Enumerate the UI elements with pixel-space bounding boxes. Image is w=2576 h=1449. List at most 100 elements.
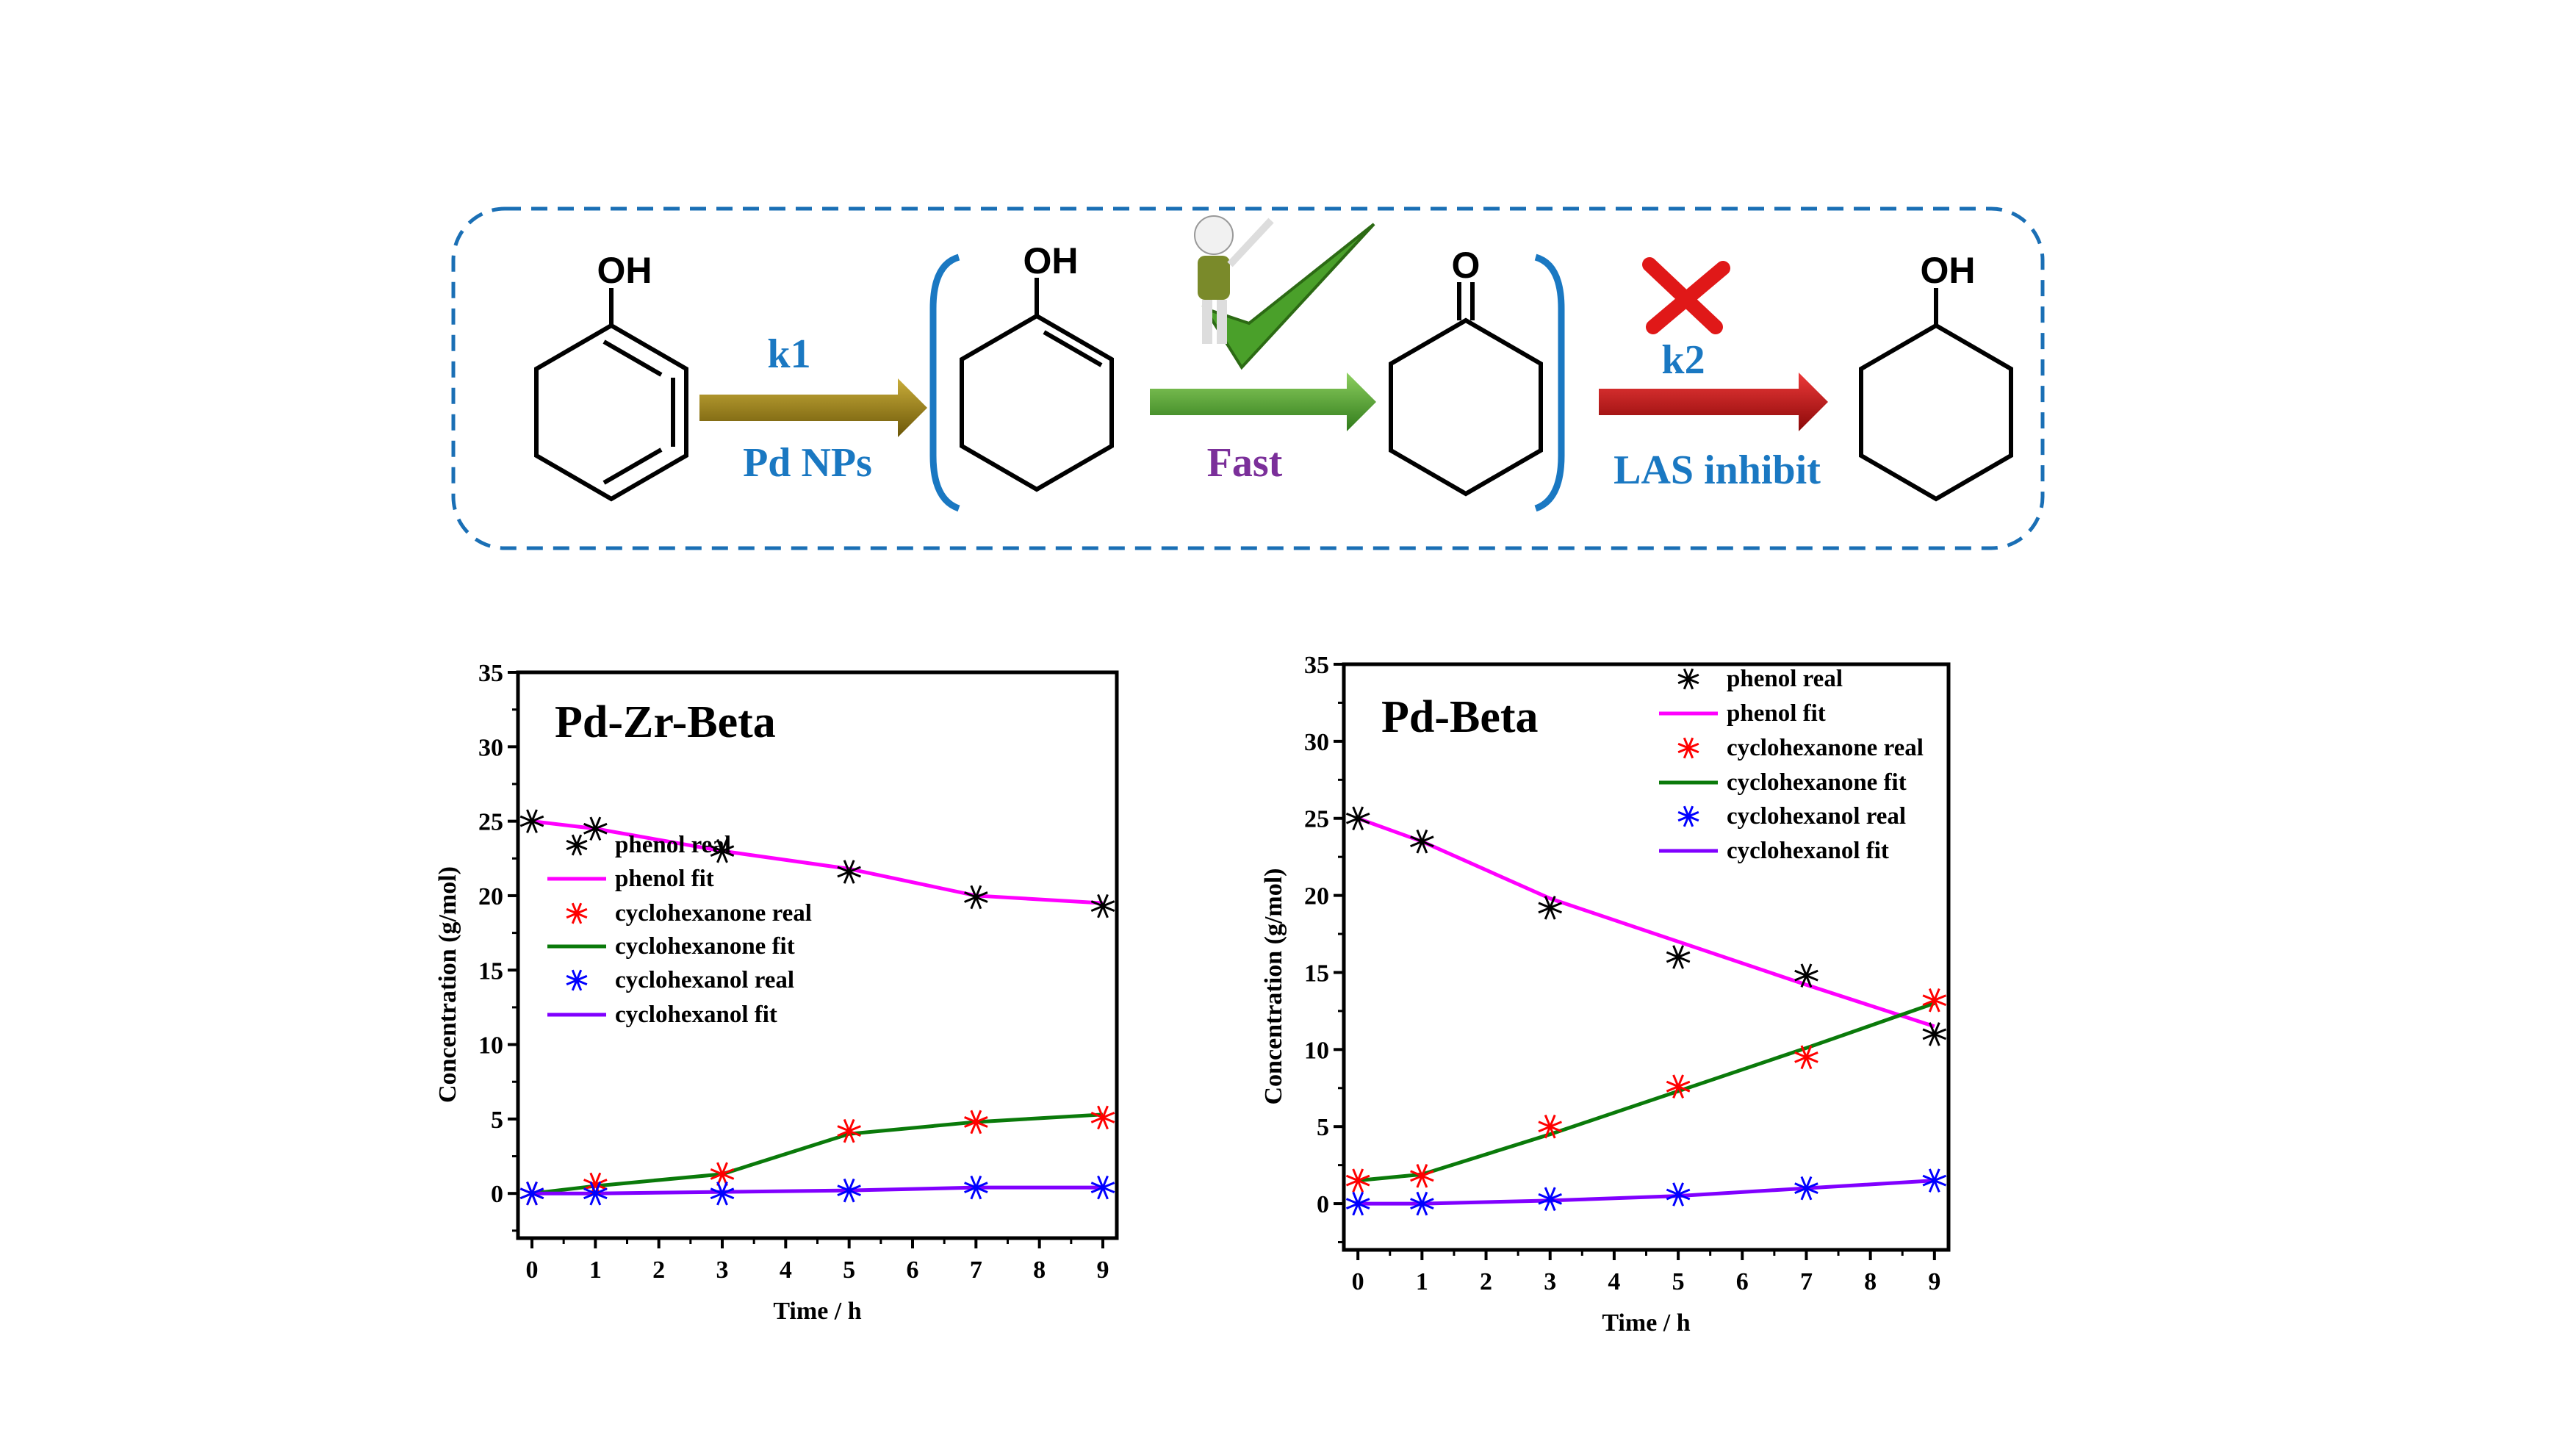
legend-label: cyclohexanol real bbox=[1727, 803, 1906, 830]
red-cross-icon bbox=[1642, 257, 1730, 334]
legend-label: cyclohexanol real bbox=[615, 967, 794, 993]
y-tick-label: 5 bbox=[491, 1107, 503, 1134]
x-tick-label: 3 bbox=[716, 1256, 728, 1284]
y-tick-label: 15 bbox=[478, 957, 503, 985]
marker-stroke bbox=[1794, 1051, 1818, 1063]
data-point-phenol-real bbox=[964, 885, 988, 910]
marker-stroke bbox=[1677, 810, 1699, 822]
data-point-cyclohexanol-real bbox=[710, 1181, 735, 1206]
marker-stroke bbox=[964, 1116, 988, 1128]
x-axis-label: Time / h bbox=[1602, 1309, 1690, 1337]
marker-stroke bbox=[1345, 812, 1370, 824]
marker-stroke bbox=[1922, 994, 1947, 1007]
legend-label: phenol fit bbox=[615, 866, 714, 892]
y-tick-label: 35 bbox=[1304, 652, 1329, 679]
legend-label: cyclohexanone real bbox=[615, 900, 812, 927]
catalyst-pd-nps-label: Pd NPs bbox=[743, 440, 872, 486]
marker-stroke bbox=[566, 907, 588, 919]
legend-marker bbox=[1677, 737, 1699, 759]
data-point-cyclohexanol-real bbox=[1538, 1187, 1563, 1212]
legend-label: cyclohexanone fit bbox=[615, 933, 795, 960]
marker-stroke bbox=[1410, 1170, 1434, 1182]
data-point-cyclohexanone-real bbox=[710, 1162, 735, 1187]
marker-stroke bbox=[1538, 1121, 1563, 1133]
data-point-phenol-real bbox=[519, 809, 544, 833]
series-line-cyclohexanone-fit bbox=[531, 1112, 1104, 1195]
chart-title: Pd-Zr-Beta bbox=[555, 697, 776, 747]
data-point-cyclohexanone-real bbox=[837, 1118, 861, 1143]
legend-marker bbox=[1677, 805, 1699, 827]
legend-label: cyclohexanol fit bbox=[1727, 838, 1889, 864]
rate-k2-label: k2 bbox=[1661, 337, 1705, 383]
data-point-cyclohexanol-real bbox=[1794, 1176, 1818, 1201]
plot-frame bbox=[1342, 662, 1951, 1252]
marker-stroke bbox=[964, 891, 988, 903]
cyclohexenol-molecule bbox=[960, 278, 1114, 492]
right-bracket bbox=[1534, 254, 1565, 512]
marker-stroke bbox=[583, 1179, 608, 1190]
phenol-oh-label: OH bbox=[597, 250, 652, 291]
data-point-cyclohexanol-real bbox=[1922, 1168, 1947, 1193]
x-tick-label: 9 bbox=[1928, 1268, 1940, 1295]
las-inhibit-label: LAS inhibit bbox=[1613, 447, 1821, 493]
marker-stroke bbox=[566, 839, 588, 851]
cyclohexanol-oh-label: OH bbox=[1921, 250, 1976, 291]
x-tick-label: 9 bbox=[1097, 1256, 1109, 1284]
marker-stroke bbox=[519, 815, 544, 827]
x-tick-label: 0 bbox=[525, 1256, 538, 1284]
y-tick-label: 25 bbox=[478, 809, 503, 836]
marker-stroke bbox=[837, 1184, 861, 1197]
checkmark-icon bbox=[1201, 223, 1375, 370]
marker-stroke bbox=[1090, 1111, 1115, 1123]
scheme-dashed-border bbox=[451, 206, 2045, 550]
data-point-cyclohexanol-real bbox=[964, 1175, 988, 1200]
x-tick-label: 7 bbox=[970, 1256, 982, 1284]
x-tick-label: 0 bbox=[1352, 1268, 1364, 1295]
data-point-cyclohexanone-real bbox=[1922, 988, 1947, 1013]
data-point-cyclohexanol-real bbox=[1345, 1191, 1370, 1216]
y-axis-label: Concentration (g/mol) bbox=[1260, 868, 1287, 1104]
x-tick-label: 3 bbox=[1544, 1268, 1556, 1295]
cyclohexanol-molecule bbox=[1859, 288, 2013, 502]
x-tick-label: 8 bbox=[1864, 1268, 1877, 1295]
cyclohexanone-o-label: O bbox=[1452, 245, 1481, 286]
marker-stroke bbox=[1345, 1198, 1370, 1209]
cyclohexanone-molecule bbox=[1389, 282, 1543, 497]
y-tick-label: 35 bbox=[478, 660, 503, 687]
x-tick-label: 6 bbox=[1736, 1268, 1749, 1295]
cartoon-figure-icon bbox=[1194, 215, 1274, 344]
series-line-phenol-fit bbox=[531, 819, 1104, 905]
arrow-fast-step bbox=[1150, 373, 1376, 431]
marker-stroke bbox=[1922, 1028, 1947, 1040]
data-point-cyclohexanol-real bbox=[837, 1178, 861, 1203]
legend-label: phenol fit bbox=[1727, 700, 1826, 727]
y-tick-label: 25 bbox=[1304, 806, 1329, 833]
marker-stroke bbox=[583, 822, 608, 835]
x-axis-label: Time / h bbox=[773, 1298, 861, 1325]
data-point-phenol-real bbox=[1794, 963, 1818, 988]
y-tick-label: 20 bbox=[1304, 883, 1329, 910]
marker-stroke bbox=[1794, 1182, 1818, 1194]
marker-stroke bbox=[1090, 1182, 1115, 1193]
y-tick-label: 30 bbox=[1304, 729, 1329, 756]
data-point-phenol-real bbox=[583, 816, 608, 841]
x-tick-label: 4 bbox=[780, 1256, 792, 1284]
legend-label: phenol real bbox=[615, 832, 731, 858]
fast-label: Fast bbox=[1207, 440, 1283, 486]
marker-stroke bbox=[519, 1187, 544, 1200]
legend-marker bbox=[1677, 668, 1699, 690]
marker-stroke bbox=[1677, 742, 1699, 754]
data-point-cyclohexanone-real bbox=[1410, 1164, 1434, 1188]
y-tick-label: 20 bbox=[478, 883, 503, 910]
y-tick-label: 10 bbox=[1304, 1037, 1329, 1064]
legend-label: cyclohexanol fit bbox=[615, 1002, 777, 1028]
x-tick-label: 8 bbox=[1033, 1256, 1046, 1284]
marker-stroke bbox=[1794, 969, 1818, 982]
marker-stroke bbox=[1538, 1193, 1563, 1205]
series-line-cyclohexanone-fit bbox=[1357, 1002, 1935, 1183]
marker-stroke bbox=[566, 974, 588, 986]
left-bracket bbox=[929, 254, 960, 512]
data-point-cyclohexanone-real bbox=[1090, 1105, 1115, 1130]
